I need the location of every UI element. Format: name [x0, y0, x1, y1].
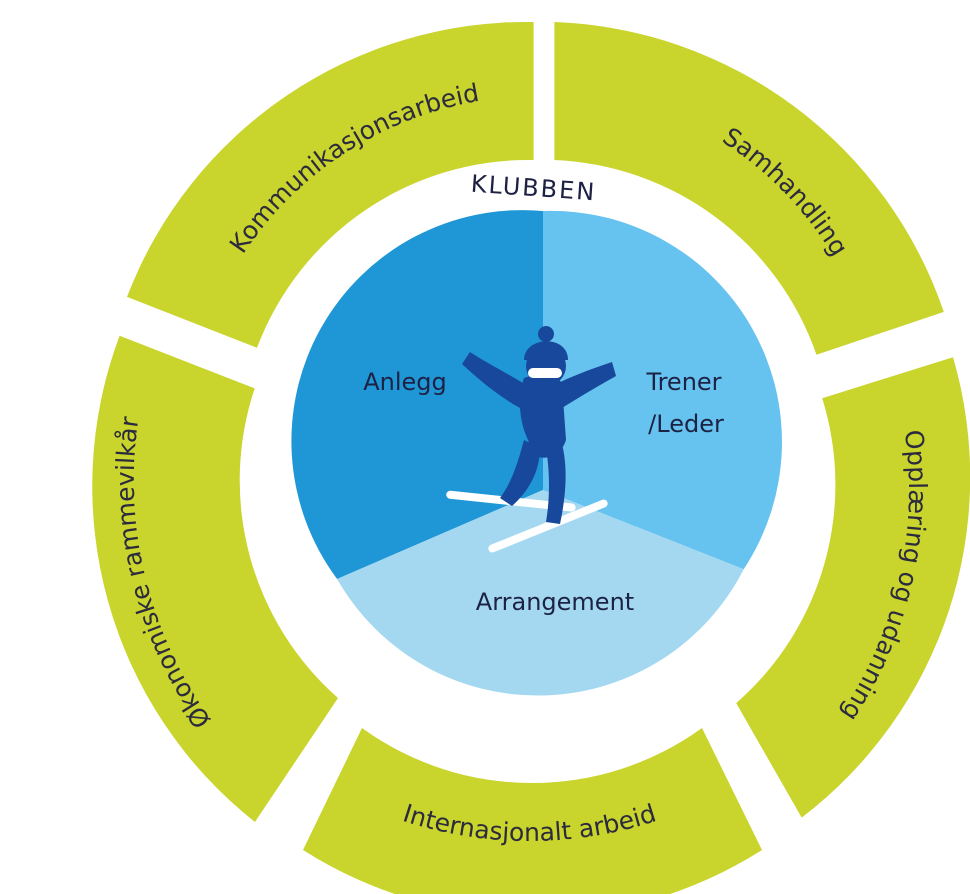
goggles [528, 368, 562, 378]
leg-right [546, 444, 566, 524]
hat-pompom [538, 326, 554, 342]
skier-icon [446, 326, 616, 553]
center-title: KLUBBEN [470, 170, 597, 207]
sector-label-arrangement: Arrangement [476, 588, 634, 616]
hat [524, 341, 568, 360]
ring-segment-kommunikasjon [127, 21, 534, 348]
arm-left [462, 352, 528, 408]
sector-label-trener-line2: /Leder [648, 410, 724, 438]
inner-circle [291, 210, 782, 696]
arm-right [556, 362, 616, 408]
sector-trener [543, 210, 782, 570]
sector-label-anlegg: Anlegg [363, 368, 447, 396]
outer-ring [92, 21, 970, 894]
ski-right [488, 499, 608, 553]
ring-segment-samhandling [554, 22, 944, 355]
ring-segment-internasjonalt [303, 728, 762, 894]
sector-label-trener-line1: Trener [645, 368, 721, 396]
sector-anlegg [291, 210, 543, 579]
body [519, 374, 566, 458]
leg-left [500, 440, 540, 506]
sector-arrangement [337, 490, 744, 696]
ring-segment-opplaering [736, 357, 970, 818]
ring-segment-okonomiske [92, 335, 338, 822]
